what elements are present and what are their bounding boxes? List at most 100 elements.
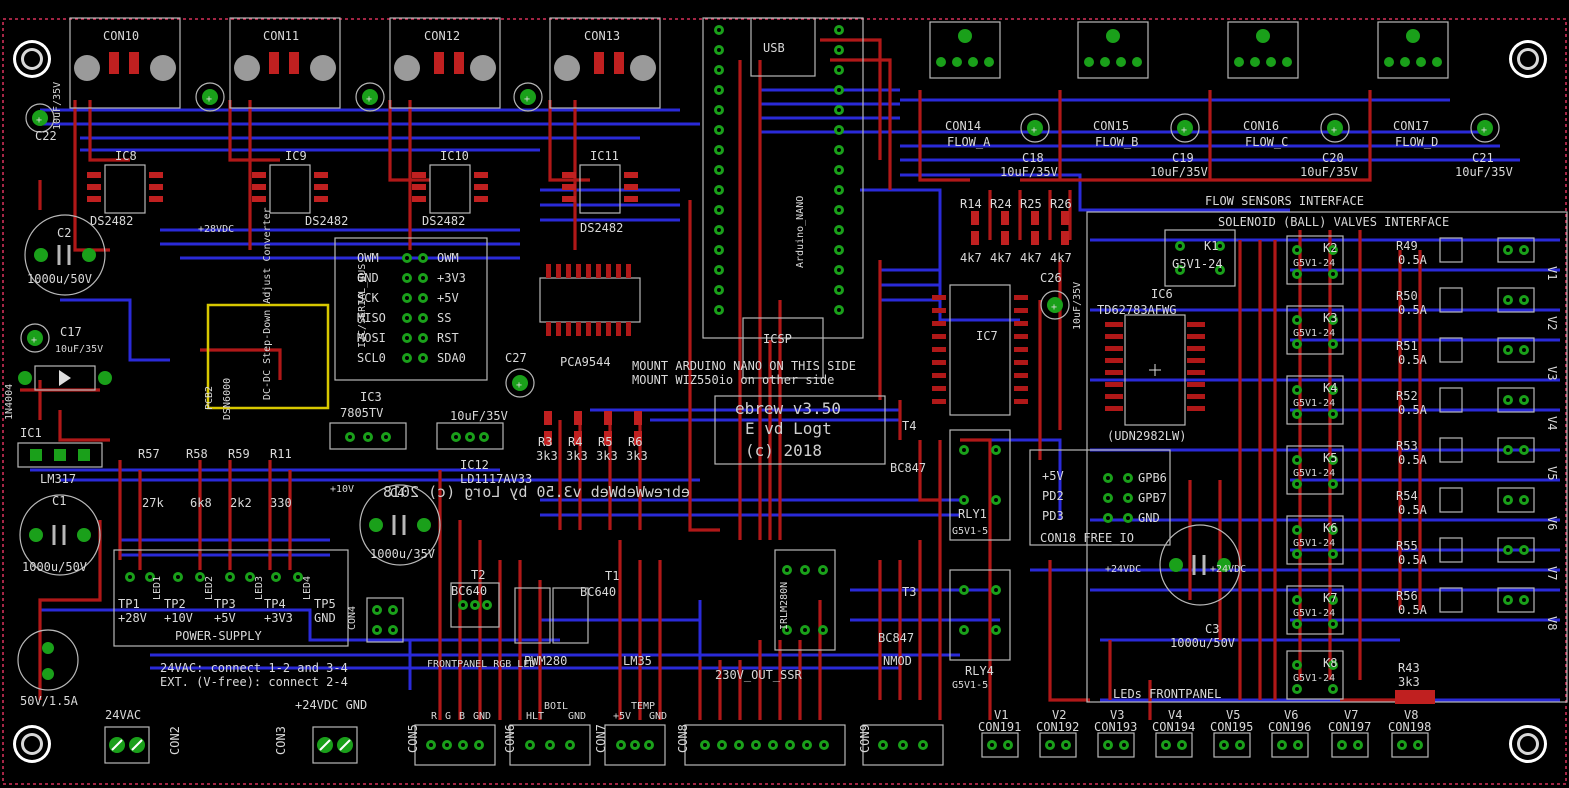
svg-text:CON16: CON16 — [1243, 119, 1279, 133]
svg-text:4k7: 4k7 — [960, 251, 982, 265]
svg-text:K1: K1 — [1204, 239, 1218, 253]
svg-text:T2: T2 — [471, 568, 485, 582]
svg-text:R59: R59 — [228, 447, 250, 461]
svg-text:R5: R5 — [598, 435, 612, 449]
svg-text:+10V: +10V — [164, 611, 193, 625]
con12-label: CON12 — [424, 29, 460, 43]
r43 — [1395, 690, 1435, 704]
svg-text:SS: SS — [437, 311, 451, 325]
svg-text:B: B — [459, 711, 465, 722]
dc-dc-label: DC-DC Step-Down Adjust Converter — [262, 207, 273, 400]
svg-text:V7: V7 — [1344, 708, 1358, 722]
svg-text:4k7: 4k7 — [990, 251, 1012, 265]
con10-label: CON10 — [103, 29, 139, 43]
svg-text:LED1: LED1 — [152, 576, 163, 600]
mounting-hole-br — [1509, 725, 1547, 763]
svg-text:CON193: CON193 — [1094, 720, 1137, 734]
cap-c22 — [25, 103, 55, 133]
svg-text:R25: R25 — [1020, 197, 1042, 211]
svg-text:G5V1-24: G5V1-24 — [1293, 538, 1335, 549]
svg-text:PD3: PD3 — [1042, 509, 1064, 523]
svg-text:NMOD: NMOD — [883, 654, 912, 668]
t4-value: BC847 — [890, 461, 926, 475]
svg-text:R50: R50 — [1396, 289, 1418, 303]
svg-text:27k: 27k — [142, 496, 164, 510]
title-block: ebrew v3.50 E vd Logt (c) 2018 — [714, 395, 886, 465]
svg-text:CON191: CON191 — [978, 720, 1021, 734]
svg-text:V2: V2 — [1052, 708, 1066, 722]
svg-text:LED2: LED2 — [204, 576, 215, 600]
svg-text:V4: V4 — [1545, 416, 1559, 430]
svg-text:K4: K4 — [1323, 381, 1337, 395]
svg-text:1000u/35V: 1000u/35V — [370, 547, 435, 561]
ic6: IC6 TD62783AFWG (UDN2982LW) — [1097, 287, 1205, 443]
note-mount-nano: MOUNT ARDUINO NANO ON THIS SIDE — [632, 359, 856, 373]
svg-text:V8: V8 — [1545, 616, 1559, 630]
svg-text:G: G — [445, 711, 451, 722]
svg-text:10uF/35V: 10uF/35V — [1000, 165, 1058, 179]
transistor-t2: T2 BC640 — [450, 568, 500, 628]
ic10: IC10 DS2482 — [412, 149, 488, 228]
svg-text:G5V1-24: G5V1-24 — [1293, 398, 1335, 409]
svg-text:+5V: +5V — [613, 711, 631, 722]
mounting-hole-tr — [1509, 40, 1547, 78]
diode-type: 1N4004 — [4, 384, 15, 420]
svg-text:0.5A: 0.5A — [1398, 553, 1428, 567]
pcb2-label: PCB2 — [204, 386, 215, 410]
svg-text:CON6: CON6 — [503, 724, 517, 753]
fuse-value: 50V/1.5A — [20, 694, 79, 708]
svg-text:+28V: +28V — [118, 611, 147, 625]
svg-text:SCK: SCK — [357, 291, 379, 305]
board-outline — [2, 18, 1567, 785]
svg-text:IC12: IC12 — [460, 458, 489, 472]
svg-text:TP1: TP1 — [118, 597, 140, 611]
ic8: IC8 DS2482 — [87, 149, 163, 228]
svg-text:G5V1-5: G5V1-5 — [952, 526, 988, 537]
cap-c23 — [195, 82, 225, 112]
cap-c17 — [20, 323, 50, 353]
svg-text:LD1117AV33: LD1117AV33 — [460, 472, 532, 486]
svg-text:ICSP: ICSP — [763, 332, 792, 346]
svg-text:SDA0: SDA0 — [437, 351, 466, 365]
svg-text:R3: R3 — [538, 435, 552, 449]
svg-text:SCL0: SCL0 — [357, 351, 386, 365]
svg-text:V5: V5 — [1545, 466, 1559, 480]
top-connectors: CON10 CON11 CON12 CON13 — [69, 17, 661, 109]
svg-text:R55: R55 — [1396, 539, 1418, 553]
svg-text:V6: V6 — [1545, 516, 1559, 530]
svg-text:K3: K3 — [1323, 311, 1337, 325]
cap-c2: C2 1000u/50V — [23, 213, 107, 297]
c22-label: C22 — [35, 129, 57, 143]
t3-label: T3 — [902, 585, 916, 599]
svg-text:V3: V3 — [1110, 708, 1124, 722]
ic10-label: IC10 — [440, 149, 469, 163]
ic12: IC12 LD1117AV33 — [436, 422, 532, 486]
svg-text:FLOW_B: FLOW_B — [1095, 135, 1138, 149]
svg-text:1000u/50V: 1000u/50V — [22, 560, 87, 574]
svg-text:C18: C18 — [1022, 151, 1044, 165]
ic8-type: DS2482 — [90, 214, 133, 228]
power-supply: LED1 LED2 LED3 LED4 TP1 TP2 TP3 TP4 TP5 … — [113, 549, 349, 647]
svg-text:PWM280: PWM280 — [524, 654, 567, 668]
svg-text:USB: USB — [763, 41, 785, 55]
svg-text:R4: R4 — [568, 435, 582, 449]
relay-d3 — [552, 587, 589, 644]
svg-text:C21: C21 — [1472, 151, 1494, 165]
svg-text:0.5A: 0.5A — [1398, 603, 1428, 617]
svg-text:230V_OUT_SSR: 230V_OUT_SSR — [715, 668, 802, 682]
ic10-type: DS2482 — [422, 214, 465, 228]
svg-text:K5: K5 — [1323, 451, 1337, 465]
svg-text:CON7: CON7 — [594, 724, 608, 753]
svg-text:ebrew v3.50: ebrew v3.50 — [735, 399, 841, 418]
svg-text:V6: V6 — [1284, 708, 1298, 722]
svg-text:GND: GND — [649, 711, 667, 722]
ps-resistors: R57 R58 R59 R11 27k 6k8 2k2 330 — [138, 447, 292, 510]
i2c-serial-bus: I2C/SERIAL_BUS OWM GND SCK MISO MOSI SCL… — [334, 237, 488, 381]
svg-text:R56: R56 — [1396, 589, 1418, 603]
arduino-nano: USB Arduino_NANO ICSP — [702, 17, 864, 379]
relay-d4 — [514, 587, 551, 644]
